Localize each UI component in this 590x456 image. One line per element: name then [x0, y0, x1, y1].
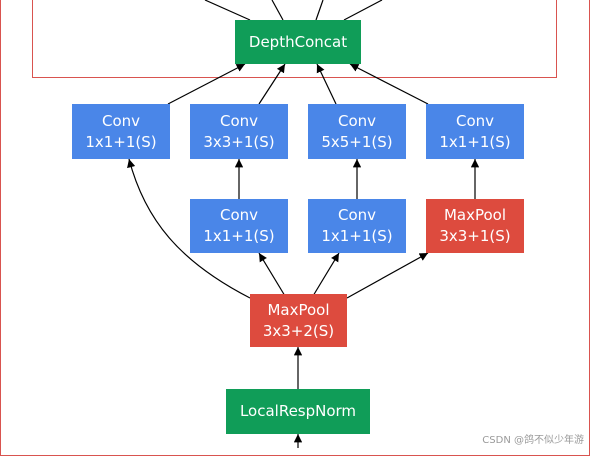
edge-conv1x1a-to-concat	[167, 63, 246, 105]
edge-maxpool-to-reduce-b	[258, 252, 286, 297]
edge-conv1x1d-to-concat	[349, 63, 429, 105]
node-type-label: MaxPool	[443, 206, 507, 224]
node-params-label: 1x1+1(S)	[203, 227, 275, 245]
localrespnorm-label: LocalRespNorm	[239, 402, 357, 420]
conv-1x1-branch-a-node: Conv 1x1+1(S)	[72, 104, 170, 159]
conv-3x3-node: Conv 3x3+1(S)	[190, 104, 288, 159]
conv-1x1-reduce-b-node: Conv 1x1+1(S)	[190, 199, 288, 253]
node-params-label: 1x1+1(S)	[85, 132, 157, 151]
inception-block-frame	[32, 0, 557, 78]
edge-in-concat-2	[271, 0, 284, 21]
maxpool-main-node: MaxPool 3x3+2(S)	[250, 294, 347, 347]
node-type-label: Conv	[337, 111, 377, 130]
node-type-label: Conv	[219, 111, 259, 130]
node-params-label: 3x3+1(S)	[203, 132, 275, 151]
node-params-label: 3x3+2(S)	[262, 321, 335, 340]
edge-conv5x5-to-concat	[316, 63, 337, 105]
node-params-label: 5x5+1(S)	[321, 132, 393, 151]
maxpool-branch-node: MaxPool 3x3+1(S)	[426, 199, 524, 253]
depthconcat-node: DepthConcat	[235, 20, 361, 64]
conv-1x1-reduce-c-node: Conv 1x1+1(S)	[308, 199, 406, 253]
node-params-label: 1x1+1(S)	[439, 132, 511, 151]
node-type-label: MaxPool	[267, 300, 330, 319]
edge-maxpool-to-reduce-c	[312, 252, 340, 297]
node-type-label: Conv	[455, 111, 495, 130]
node-params-label: 1x1+1(S)	[321, 227, 393, 245]
edge-in-concat-3	[315, 0, 324, 21]
node-params-label: 3x3+1(S)	[439, 227, 511, 245]
depthconcat-label: DepthConcat	[248, 32, 348, 51]
node-type-label: Conv	[101, 111, 141, 130]
node-type-label: Conv	[337, 206, 377, 224]
conv-5x5-node: Conv 5x5+1(S)	[308, 104, 406, 159]
conv-1x1-branch-d-node: Conv 1x1+1(S)	[426, 104, 524, 159]
edge-conv3x3-to-concat	[258, 63, 286, 105]
edge-maxpool-to-maxpool-branch	[346, 252, 429, 299]
edge-in-concat-4	[343, 0, 383, 21]
node-type-label: Conv	[219, 206, 259, 224]
edge-maxpool-to-conv1x1a	[127, 158, 251, 299]
watermark-text: CSDN @鸽不似少年游	[482, 435, 584, 446]
localrespnorm-node: LocalRespNorm	[226, 389, 370, 434]
edge-in-concat-1	[204, 0, 251, 21]
